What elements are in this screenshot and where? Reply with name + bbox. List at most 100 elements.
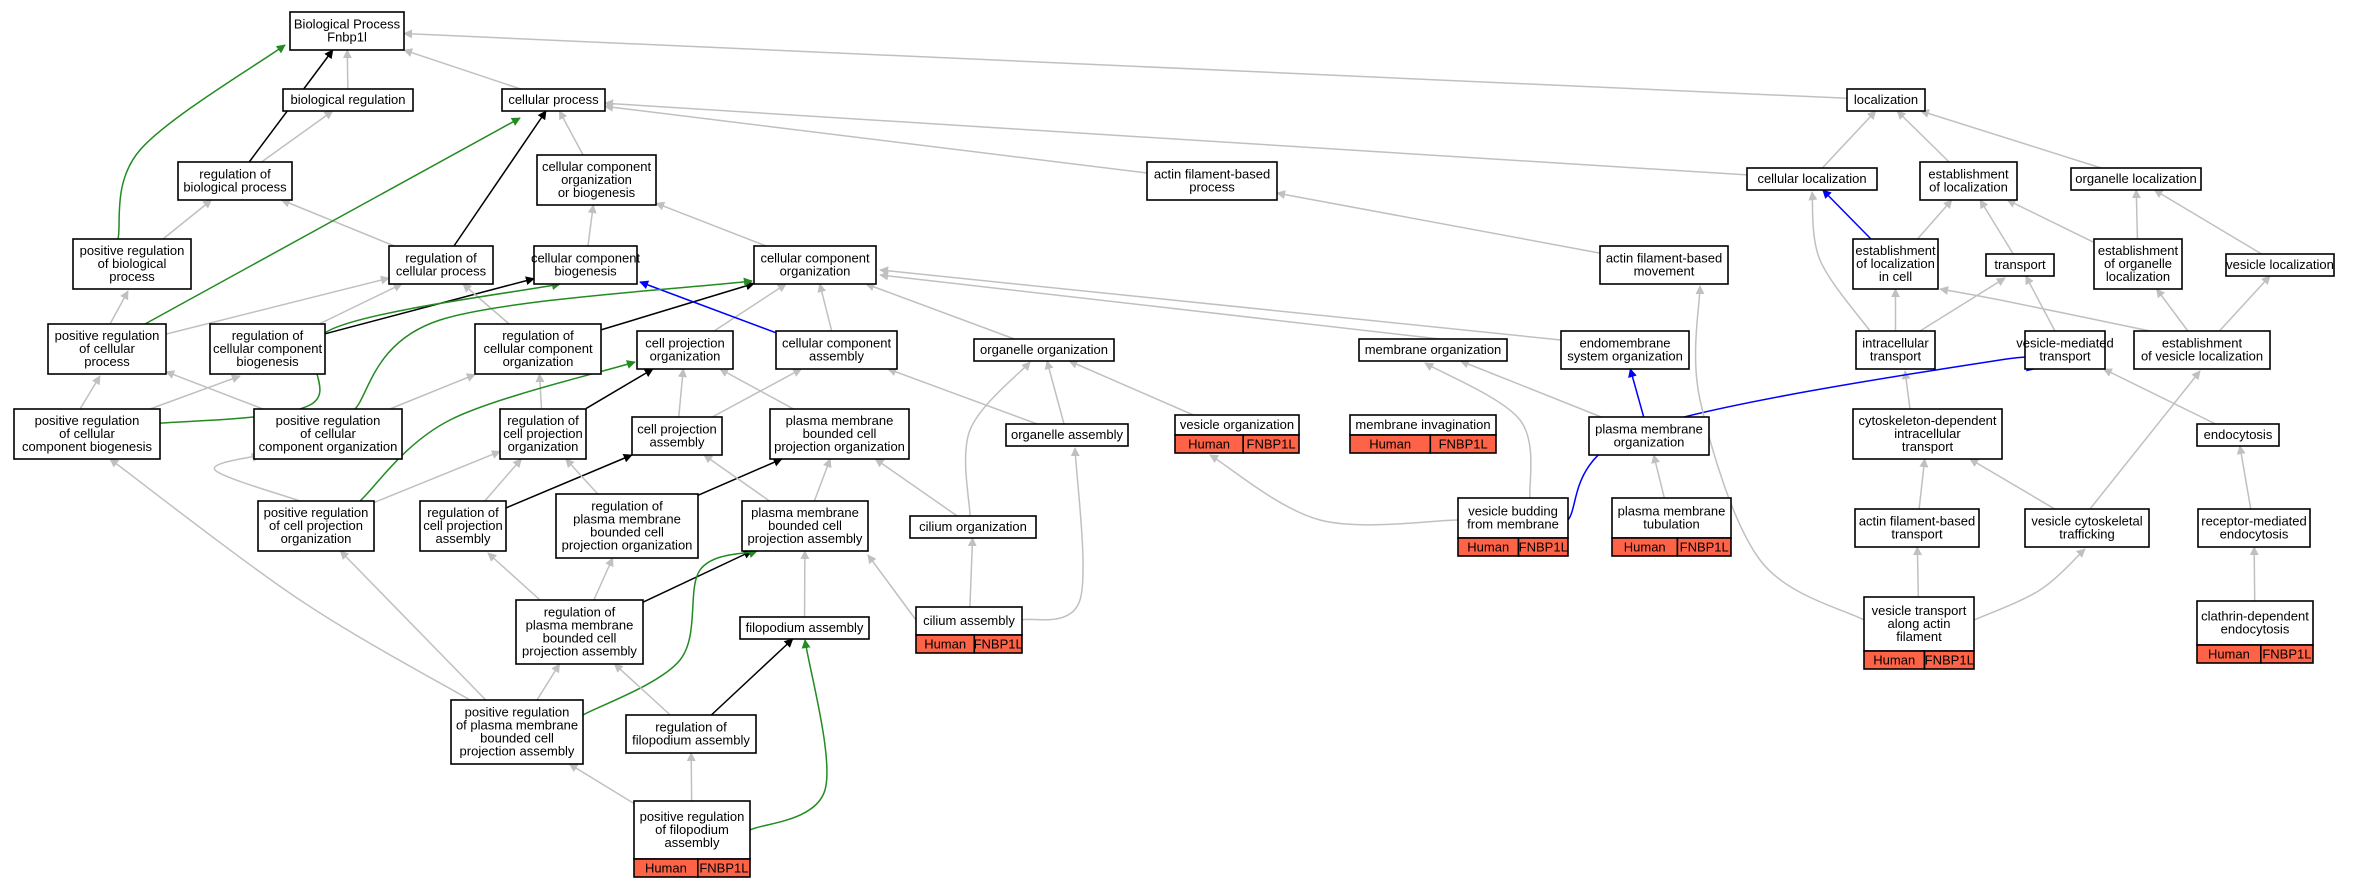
edge-line <box>713 283 787 332</box>
node-orgo[interactable]: organelle organization <box>973 338 1115 362</box>
node-memo[interactable]: membrane organization <box>1358 338 1508 362</box>
node-box <box>47 323 167 375</box>
node-label-line: clathrin-dependent <box>2201 609 2309 624</box>
edge-vmt-to-transport <box>2025 275 2056 332</box>
node-vesloc[interactable]: vesicle localization <box>2225 253 2335 277</box>
node-cellproc[interactable]: cellular process <box>501 88 606 112</box>
node-loc[interactable]: localization <box>1846 88 1926 112</box>
edge-ict-to-transport <box>1919 277 2006 332</box>
edge-regcco-to-regcp <box>462 283 510 325</box>
edge-line <box>865 282 1015 340</box>
edge-layer <box>79 29 2271 831</box>
edge-regpmbcpo-to-pmbcpo <box>697 458 783 496</box>
node-cellloc[interactable]: cellular localization <box>1746 167 1878 191</box>
edge-line <box>1918 458 1929 510</box>
edge-cca-to-cco <box>817 283 833 332</box>
node-label-line: transport <box>1870 349 1922 364</box>
edge-posregcpo-to-posregcco <box>213 453 301 502</box>
edge-line <box>403 29 1848 100</box>
node-filoa[interactable]: filopodium assembly <box>739 616 870 640</box>
node-label-line: projection organization <box>562 538 693 553</box>
edge-line <box>565 458 599 495</box>
edge-estvesloc-to-estorgloc <box>2155 288 2189 332</box>
node-bioreg[interactable]: biological regulation <box>282 88 414 112</box>
edge-regcpa-to-cpa <box>505 453 633 509</box>
node-label-line: cellular component <box>760 251 870 266</box>
gene-tag <box>696 858 751 878</box>
node-label-line: membrane invagination <box>1355 417 1490 432</box>
edge-pmbcpa-to-cpa <box>703 454 770 502</box>
node-box <box>1919 161 2018 201</box>
node-label-line: regulation of <box>232 328 304 343</box>
edge-regfiloa-to-regpmbcpa <box>613 663 671 716</box>
node-orga[interactable]: organelle assembly <box>1005 423 1129 447</box>
edge-line <box>2155 288 2189 332</box>
node-label-line: vesicle localization <box>2226 257 2334 272</box>
edge-posregbp-to-bp <box>117 44 286 240</box>
gene-tag-label: FNBP1L <box>1439 437 1488 452</box>
node-orgloc[interactable]: organelle localization <box>2070 167 2202 191</box>
node-box <box>1611 497 1732 539</box>
edge-line <box>2006 199 2095 244</box>
node-box <box>72 238 192 290</box>
node-label-line: vesicle cytoskeletal <box>2031 514 2142 529</box>
node-label-line: organization <box>780 264 851 279</box>
node-cilo[interactable]: cilium organization <box>909 515 1037 539</box>
edge-line <box>1973 548 2086 621</box>
node-label-line: Fnbp1l <box>327 30 367 45</box>
edge-line <box>536 663 561 701</box>
node-endocytosis[interactable]: endocytosis <box>2196 423 2280 447</box>
node-cdit[interactable]: cytoskeleton-dependentintracellulartrans… <box>1852 408 2003 460</box>
node-transport[interactable]: transport <box>1985 253 2055 277</box>
node-box <box>289 11 405 51</box>
node-label-line: positive regulation <box>35 413 140 428</box>
node-label-line: assembly <box>436 531 491 546</box>
node-box <box>2196 423 2280 447</box>
